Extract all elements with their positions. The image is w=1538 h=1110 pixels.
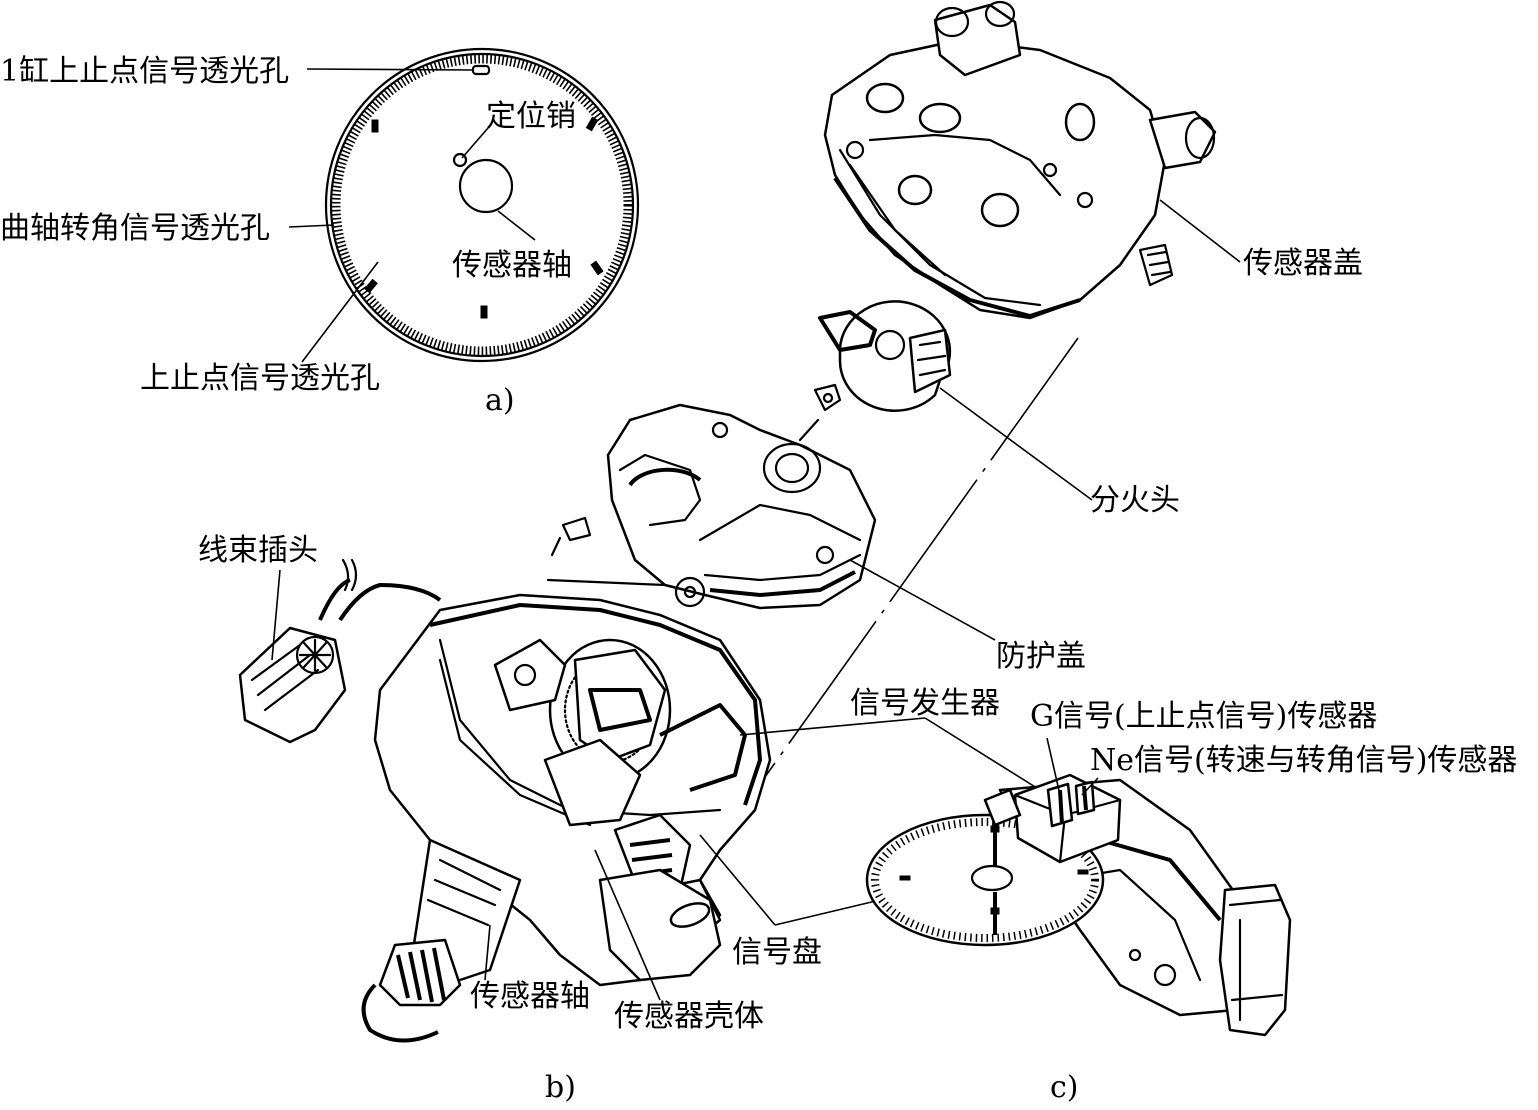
label-panel-c: c) bbox=[1050, 1070, 1079, 1105]
panel-a-signal-disc bbox=[288, 47, 640, 363]
panel-c-signal-generator bbox=[865, 737, 1292, 1037]
locating-pin-hole bbox=[452, 152, 468, 168]
label-g-sensor: G信号(上止点信号)传感器 bbox=[1030, 699, 1377, 734]
label-panel-a: a) bbox=[485, 383, 515, 418]
label-harness-plug: 线束插头 bbox=[198, 533, 318, 568]
sensor-shaft-hole bbox=[458, 158, 514, 214]
sensor-cover-drawing bbox=[823, 0, 1241, 320]
disc-tooth-ring bbox=[331, 54, 633, 356]
label-sensor-housing: 传感器壳体 bbox=[614, 999, 764, 1034]
label-locating-pin: 定位销 bbox=[486, 99, 576, 134]
label-tdc-cylinder1-slot: 1缸上止点信号透光孔 bbox=[0, 54, 289, 89]
label-panel-b: b) bbox=[545, 1070, 576, 1105]
diagram-labels: 1缸上止点信号透光孔 定位销 曲轴转角信号透光孔 传感器轴 上止点信号透光孔 a… bbox=[0, 54, 1517, 1105]
label-sensor-cover: 传感器盖 bbox=[1243, 246, 1363, 281]
label-protective-cover: 防护盖 bbox=[996, 639, 1086, 674]
label-signal-generator: 信号发生器 bbox=[850, 686, 1000, 721]
label-signal-disc: 信号盘 bbox=[732, 935, 822, 970]
protective-cover-drawing bbox=[546, 403, 996, 641]
label-rotor: 分火头 bbox=[1090, 483, 1180, 518]
rotor-drawing bbox=[813, 300, 1093, 501]
label-sensor-shaft-a: 传感器轴 bbox=[452, 248, 572, 283]
label-crank-angle-slots: 曲轴转角信号透光孔 bbox=[0, 211, 270, 246]
label-tdc-slots: 上止点信号透光孔 bbox=[140, 361, 380, 396]
assembly-axis-line bbox=[744, 337, 1079, 806]
tdc-cylinder1-slot bbox=[471, 64, 491, 76]
panel-b-distributor bbox=[238, 558, 1041, 1043]
label-ne-sensor: Ne信号(转速与转角信号)传感器 bbox=[1090, 743, 1517, 778]
label-sensor-shaft-b: 传感器轴 bbox=[470, 979, 590, 1014]
